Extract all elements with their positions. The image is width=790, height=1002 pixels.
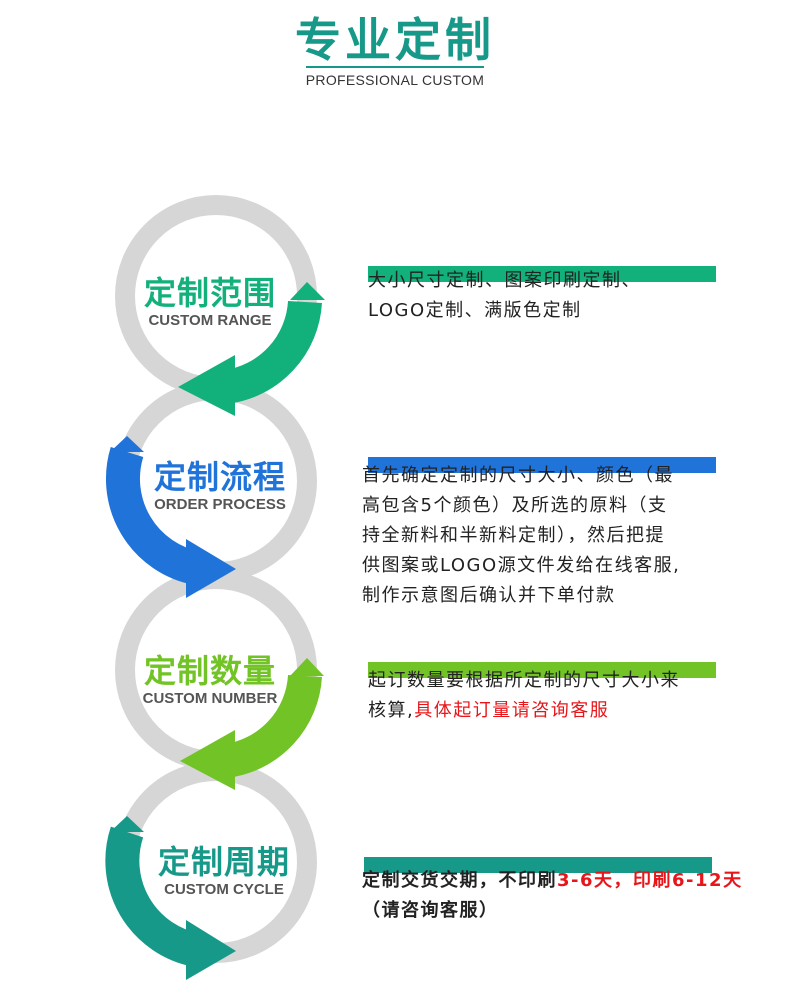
arrow-2-tip [110,436,144,452]
section-2-description: 首先确定定制的尺寸大小、颜色（最 高包含5个颜色）及所选的原料（支 持全新料和半… [362,461,680,611]
section-1-title: 定制范围 [143,274,276,312]
section-3-label: 定制数量 CUSTOM NUMBER [110,652,310,708]
section-2-line-5: 制作示意图后确认并下单付款 [362,585,616,606]
section-4-title: 定制周期 [157,843,290,881]
section-2-line-2: 高包含5个颜色）及所选的原料（支 [362,495,668,516]
page-subtitle: PROFESSIONAL CUSTOM [305,72,485,88]
section-2-line-3: 持全新料和半新料定制），然后把提 [362,525,665,546]
section-1-description: 大小尺寸定制、图案印刷定制、 LOGO定制、满版色定制 [368,266,641,326]
section-2-accent-bar [368,457,716,473]
arrow-1-head [178,355,235,416]
section-1-accent-bar [368,266,716,282]
section-1-label: 定制范围 CUSTOM RANGE [110,274,310,330]
section-3-line-1: 起订数量要根据所定制的尺寸大小来 [368,670,680,691]
section-3-line-2: 核算,具体起订量请咨询客服 [368,696,680,726]
title-divider [306,66,484,68]
section-4-label: 定制周期 CUSTOM CYCLE [124,843,324,899]
arrow-4-head [186,920,236,980]
arrow-3-body [223,674,322,778]
arrow-3-head [180,730,235,790]
arrow-4-tip [110,816,144,832]
arrow-4-body [105,826,200,967]
section-4-subtitle: CUSTOM CYCLE [164,881,284,898]
section-4-description: 定制交货交期，不印刷3-6天，印刷6-12天 （请咨询客服） [362,866,743,926]
section-4-line-1-highlight: 3-6天，印刷6-12天 [557,870,743,891]
section-4-line-1: 定制交货交期，不印刷3-6天，印刷6-12天 [362,866,743,896]
section-3-line-2-highlight: 具体起订量请咨询客服 [414,700,610,721]
section-2-line-4: 供图案或LOGO源文件发给在线客服, [362,555,681,576]
section-2-title: 定制流程 [153,458,286,496]
arrow-3-tip [290,658,324,676]
section-3-line-2-prefix: 核算, [368,700,415,721]
page-title: 专业定制 [295,13,495,67]
arrow-1-tip [290,282,325,300]
section-1-line-1: 大小尺寸定制、图案印刷定制、 [368,270,641,291]
section-3-title: 定制数量 [143,652,276,690]
section-3-description: 起订数量要根据所定制的尺寸大小来 核算,具体起订量请咨询客服 [368,666,680,726]
arrow-2-body [106,447,200,585]
arrow-2-head [186,539,236,598]
section-2-subtitle: ORDER PROCESS [154,496,286,513]
section-4-line-1-prefix: 定制交货交期，不印刷 [362,870,557,891]
section-2-label: 定制流程 ORDER PROCESS [120,458,320,514]
section-1-subtitle: CUSTOM RANGE [148,312,272,329]
section-1-line-2: LOGO定制、满版色定制 [368,300,582,321]
section-2-line-1: 首先确定定制的尺寸大小、颜色（最 [362,465,674,486]
section-4-accent-bar [364,857,712,873]
section-3-subtitle: CUSTOM NUMBER [142,690,278,707]
section-4-line-2: （请咨询客服） [362,900,499,921]
section-3-accent-bar [368,662,716,678]
arrow-1-body [223,300,322,404]
